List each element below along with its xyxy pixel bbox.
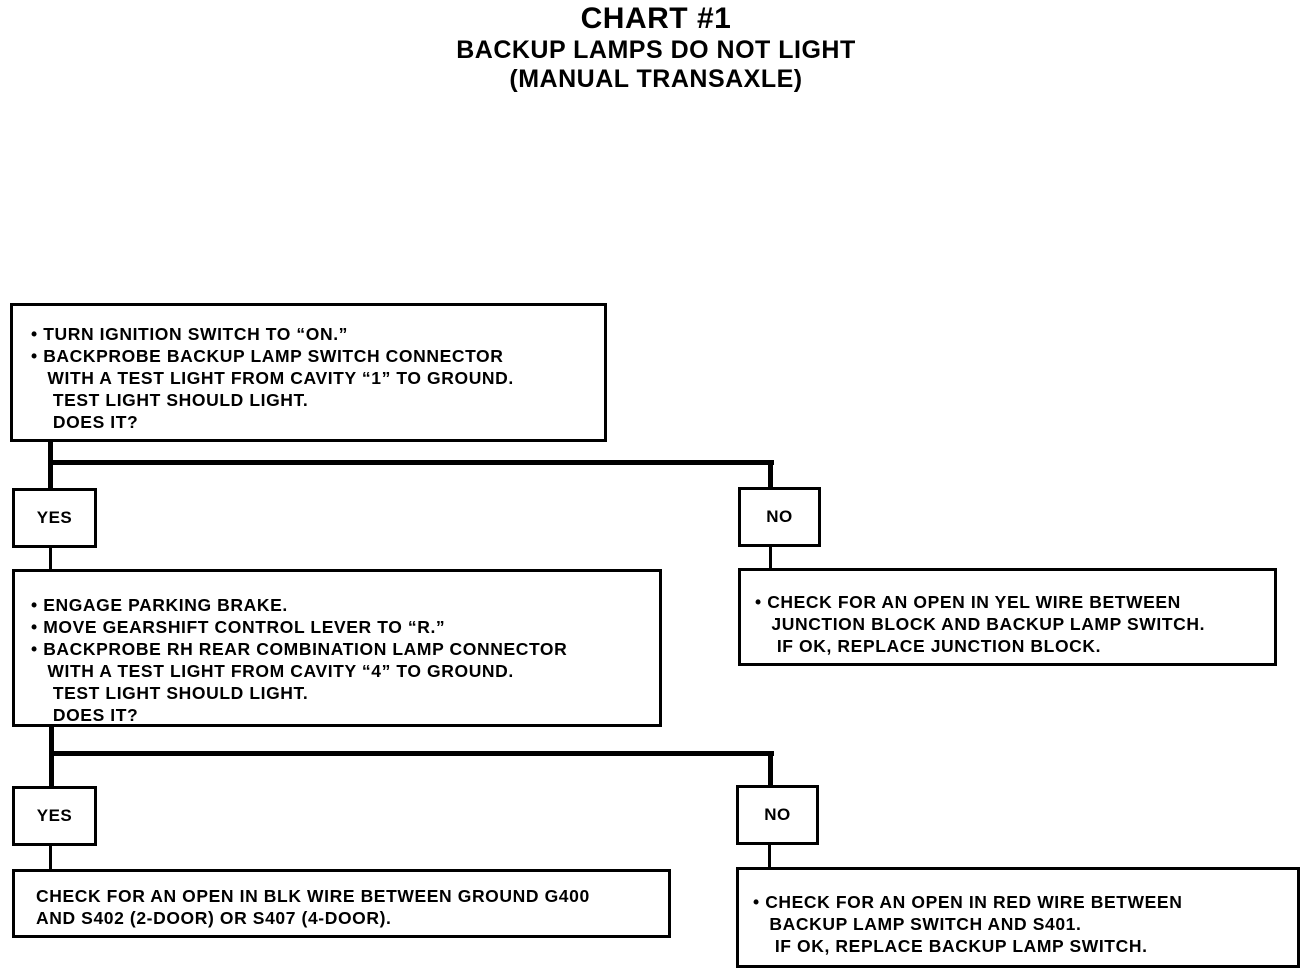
connector-line <box>49 548 52 570</box>
connector-line <box>48 442 53 490</box>
step1-box: • TURN IGNITION SWITCH TO “ON.” • BACKPR… <box>10 303 607 442</box>
step2-yes-action-line: CHECK FOR AN OPEN IN BLK WIRE BETWEEN GR… <box>36 886 590 906</box>
connector-line <box>48 460 774 465</box>
step2-yes-action-line: AND S402 (2-DOOR) OR S407 (4-DOOR). <box>36 908 392 928</box>
connector-line <box>49 846 52 870</box>
step2-line: • ENGAGE PARKING BRAKE. <box>31 595 288 615</box>
step1-no-action-box: • CHECK FOR AN OPEN IN YEL WIRE BETWEEN … <box>738 568 1277 666</box>
chart-subtitle-transaxle: (MANUAL TRANSAXLE) <box>509 65 803 93</box>
step2-no-label: NO <box>736 785 819 845</box>
step2-no-action-line: • CHECK FOR AN OPEN IN RED WIRE BETWEEN <box>753 892 1183 912</box>
connector-line <box>768 460 773 489</box>
step2-no-action-line: IF OK, REPLACE BACKUP LAMP SWITCH. <box>753 936 1148 956</box>
step1-no-action-line: JUNCTION BLOCK AND BACKUP LAMP SWITCH. <box>755 614 1206 634</box>
chart-subtitle: BACKUP LAMPS DO NOT LIGHT <box>456 36 856 64</box>
step2-line: WITH A TEST LIGHT FROM CAVITY “4” TO GRO… <box>31 661 514 681</box>
step1-line: WITH A TEST LIGHT FROM CAVITY “1” TO GRO… <box>31 368 514 388</box>
step1-no-label: NO <box>738 487 821 547</box>
step1-line: • TURN IGNITION SWITCH TO “ON.” <box>31 324 349 344</box>
connector-line <box>49 727 54 787</box>
step2-yes-label: YES <box>12 786 97 846</box>
connector-line <box>49 751 774 756</box>
connector-line <box>768 751 773 787</box>
step2-yes-action-box: CHECK FOR AN OPEN IN BLK WIRE BETWEEN GR… <box>12 869 671 938</box>
step1-no-action-line: • CHECK FOR AN OPEN IN YEL WIRE BETWEEN <box>755 592 1181 612</box>
connector-line <box>769 547 772 569</box>
step1-line: • BACKPROBE BACKUP LAMP SWITCH CONNECTOR <box>31 346 504 366</box>
chart-title: CHART #1 <box>580 2 732 35</box>
step1-yes-label: YES <box>12 488 97 548</box>
connector-line <box>768 845 771 869</box>
step2-line: • BACKPROBE RH REAR COMBINATION LAMP CON… <box>31 639 568 659</box>
step2-box: • ENGAGE PARKING BRAKE. • MOVE GEARSHIFT… <box>12 569 662 727</box>
step2-no-action-line: BACKUP LAMP SWITCH AND S401. <box>753 914 1082 934</box>
step1-line: DOES IT? <box>31 412 139 432</box>
step2-no-action-box: • CHECK FOR AN OPEN IN RED WIRE BETWEEN … <box>736 867 1300 968</box>
step2-line: DOES IT? <box>31 705 139 725</box>
step2-line: TEST LIGHT SHOULD LIGHT. <box>31 683 309 703</box>
step2-line: • MOVE GEARSHIFT CONTROL LEVER TO “R.” <box>31 617 446 637</box>
step1-no-action-line: IF OK, REPLACE JUNCTION BLOCK. <box>755 636 1102 656</box>
step1-line: TEST LIGHT SHOULD LIGHT. <box>31 390 309 410</box>
